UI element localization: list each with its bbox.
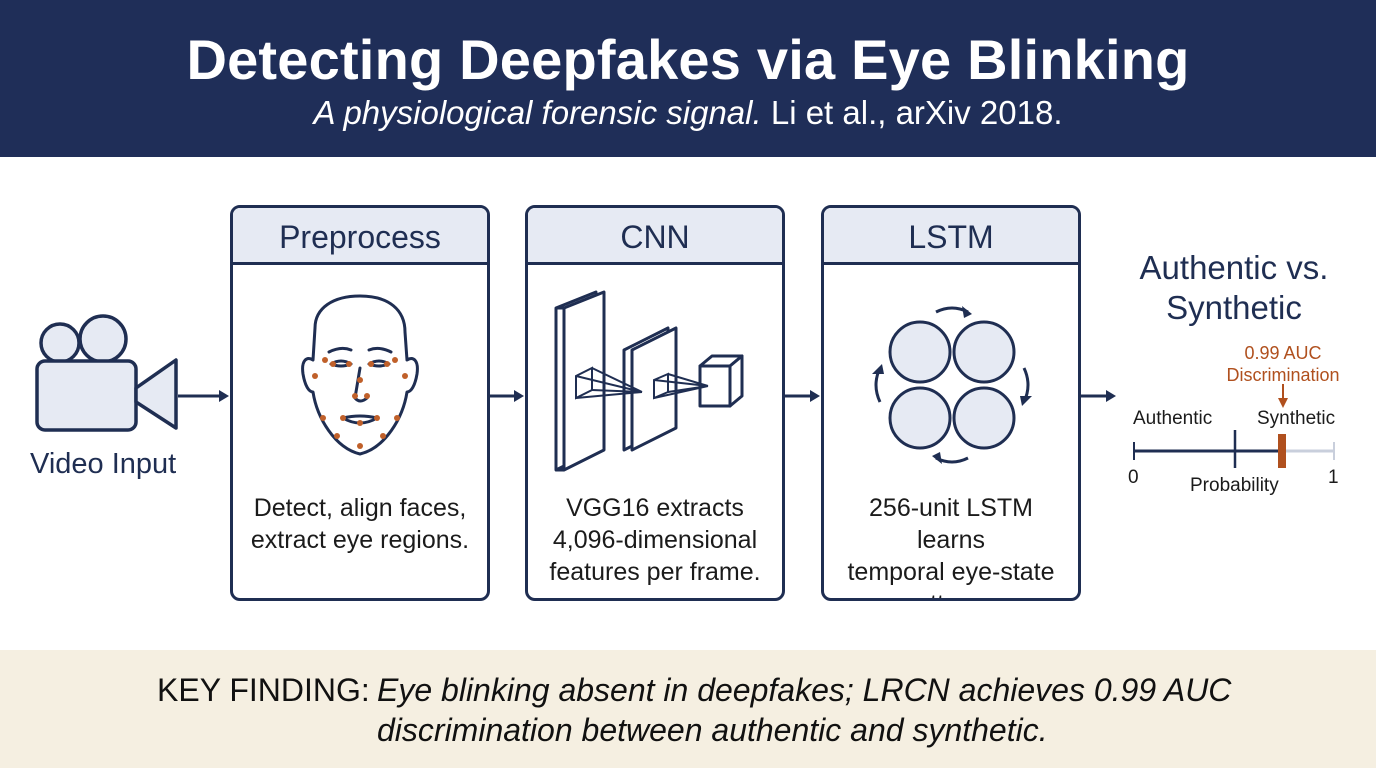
result-title: Authentic vs. Synthetic	[1100, 248, 1368, 328]
desc-line: features per frame.	[549, 558, 761, 586]
desc-line: patterns.	[832, 588, 1070, 598]
stage-preprocess: Preprocess Detect, alig	[230, 205, 490, 601]
desc-line: temporal eye-state	[847, 558, 1055, 586]
recurrent-cycle-icon	[824, 268, 1078, 488]
stage-title: Preprocess	[233, 208, 487, 265]
auc-line: 0.99 AUC	[1244, 343, 1322, 363]
desc-line: 4,096-dimensional	[552, 526, 758, 554]
scale-min: 0	[1128, 467, 1139, 488]
scale-left-label: Authentic	[1133, 408, 1213, 429]
scale-max: 1	[1328, 467, 1339, 488]
result-title-line: Authentic vs.	[1139, 249, 1329, 286]
desc-line: extract eye regions.	[250, 526, 470, 554]
desc-line: VGG16 extracts	[566, 494, 744, 522]
video-camera-icon	[35, 314, 178, 432]
scale-right-label: Synthetic	[1257, 408, 1336, 429]
key-finding-line: Eye blinking absent in deepfakes; LRCN a…	[377, 672, 1232, 708]
subtitle-citation: Li et al., arXiv 2018.	[761, 94, 1063, 131]
key-finding-line: discrimination between authentic and syn…	[377, 712, 1048, 748]
subtitle-tagline: A physiological forensic signal.	[313, 94, 762, 131]
stage-lstm: LSTM 256-unit LSTM learns	[821, 205, 1081, 601]
scale-axis-label: Probability	[1190, 475, 1279, 496]
stage-title: CNN	[528, 208, 782, 265]
header-banner: Detecting Deepfakes via Eye Blinking A p…	[0, 0, 1376, 157]
stage-cnn: CNN VGG16 extracts 4,096-dimensional	[525, 205, 785, 601]
auc-line: Discrimination	[1226, 365, 1340, 385]
desc-line: 256-unit LSTM learns	[869, 494, 1033, 554]
stage-description: VGG16 extracts 4,096-dimensional feature…	[536, 492, 774, 588]
video-input-label: Video Input	[30, 448, 177, 480]
page-subtitle: A physiological forensic signal. Li et a…	[0, 94, 1376, 132]
key-finding-banner	[0, 650, 1376, 768]
cnn-layers-icon	[528, 268, 782, 488]
stage-description: Detect, align faces, extract eye regions…	[241, 492, 479, 556]
key-finding-label: KEY FINDING:	[157, 672, 370, 708]
stage-description: 256-unit LSTM learns temporal eye-state …	[832, 492, 1070, 598]
threshold-marker	[1278, 434, 1286, 468]
auc-callout: 0.99 AUC Discrimination	[1205, 342, 1361, 386]
desc-line: Detect, align faces,	[253, 494, 467, 522]
stage-title: LSTM	[824, 208, 1078, 265]
face-landmarks-icon	[233, 268, 487, 488]
page-title: Detecting Deepfakes via Eye Blinking	[186, 28, 1190, 91]
result-title-line: Synthetic	[1166, 289, 1302, 326]
